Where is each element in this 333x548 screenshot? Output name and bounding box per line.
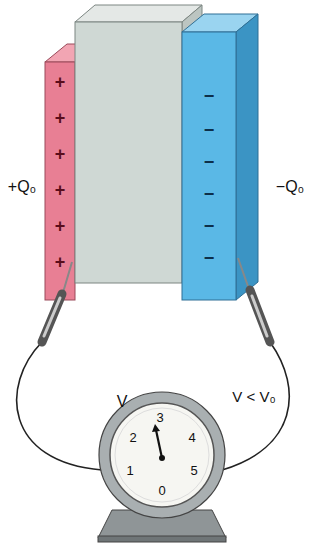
plus-sign: + <box>55 73 66 91</box>
wire <box>222 342 289 470</box>
dial-number: 0 <box>158 484 165 497</box>
meter-body <box>99 392 225 518</box>
positive-plate <box>45 62 75 300</box>
minus-sign: − <box>204 153 215 171</box>
meter-needle <box>156 430 162 458</box>
minus-sign: − <box>204 87 215 105</box>
plus-sign: + <box>55 253 66 271</box>
dial-number: 2 <box>129 431 136 444</box>
charge-label: +Q₀ <box>8 179 36 195</box>
probe-handle <box>250 290 270 342</box>
plate-side <box>236 14 258 300</box>
plus-sign: + <box>55 109 66 127</box>
dielectric-slab <box>75 22 182 283</box>
dial-number: 3 <box>156 411 163 424</box>
minus-sign: − <box>204 217 215 235</box>
charge-label: −Q₀ <box>276 179 304 195</box>
minus-sign: − <box>204 249 215 267</box>
dial-number: 5 <box>190 464 197 477</box>
minus-sign: − <box>204 121 215 139</box>
dial-number: 4 <box>188 431 195 444</box>
plus-sign: + <box>55 181 66 199</box>
plus-sign: + <box>55 217 66 235</box>
needle-pivot <box>159 455 165 461</box>
probe-highlight <box>44 298 60 336</box>
meter-ring <box>115 408 209 502</box>
voltage-label: V <box>117 394 128 410</box>
needle-head <box>152 424 160 432</box>
dielectric-top <box>75 5 202 22</box>
probe-handle <box>42 294 62 342</box>
probe-highlight <box>252 296 267 336</box>
minus-sign: − <box>204 185 215 203</box>
meter-base <box>98 536 226 542</box>
voltage-label: V < V₀ <box>232 389 275 404</box>
meter-face <box>110 403 214 507</box>
dial-number: 1 <box>126 464 133 477</box>
negative-plate <box>182 32 236 300</box>
plus-sign: + <box>55 145 66 163</box>
wire <box>17 342 102 470</box>
